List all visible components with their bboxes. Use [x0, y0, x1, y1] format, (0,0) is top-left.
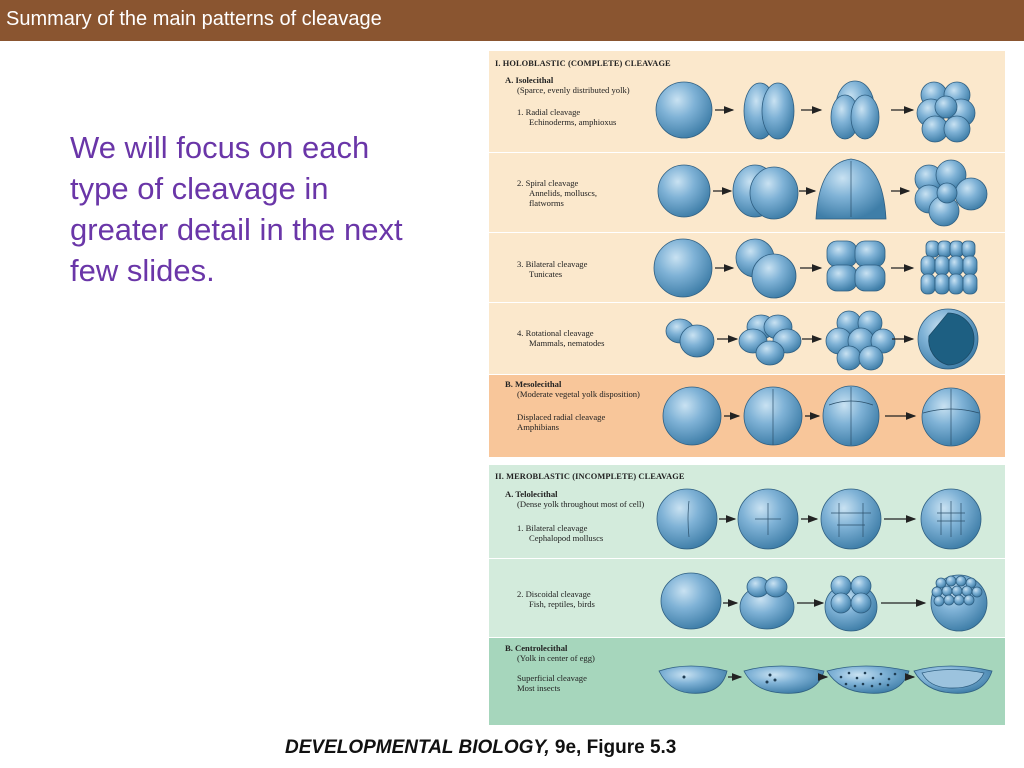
spiral-examples-2: flatworms	[529, 198, 564, 208]
rotational-examples: Mammals, nematodes	[529, 338, 605, 348]
radial-stage-4	[916, 81, 976, 143]
radial-stage-3	[830, 80, 880, 140]
meso-stage-1	[662, 386, 722, 446]
centro-stage-1	[658, 665, 728, 694]
centro-stage-2	[743, 665, 825, 694]
disc-stage-3	[824, 575, 878, 632]
centro-blastoderm-inner	[921, 669, 985, 689]
displaced-label: Displaced radial cleavage	[517, 412, 606, 422]
disc-stage-1	[660, 572, 722, 630]
figure-caption: DEVELOPMENTAL BIOLOGY, 9e, Figure 5.3	[285, 737, 676, 759]
rotational-icm	[928, 312, 975, 366]
bilateral-stage-4	[920, 240, 978, 295]
bilateral-examples: Tunicates	[529, 269, 563, 279]
slide-title: Summary of the main patterns of cleavage	[6, 8, 382, 30]
panel-centrolecithal-bg	[489, 638, 1005, 725]
mero-bilateral-label: 1. Bilateral cleavage	[517, 523, 588, 533]
cleavage-figure: I. HOLOBLASTIC (COMPLETE) CLEAVAGE A. Is…	[489, 51, 1005, 725]
discoidal-label: 2. Discoidal cleavage	[517, 589, 591, 599]
radial-stage-2	[743, 82, 795, 140]
mesolecithal-label: B. Mesolecithal	[505, 379, 562, 389]
disc-stage-2	[739, 576, 795, 630]
radial-stage-1	[655, 81, 713, 139]
telo-stage-1	[656, 488, 718, 550]
radial-label: 1. Radial cleavage	[517, 107, 581, 117]
title-bar: Summary of the main patterns of cleavage	[0, 0, 1024, 41]
body-text: We will focus on each type of cleavage i…	[70, 130, 403, 288]
bilateral-stage-2	[735, 238, 797, 299]
rotational-stage-3	[825, 310, 896, 371]
mero-bilateral-examples: Cephalopod molluscs	[529, 533, 604, 543]
displaced-examples: Amphibians	[517, 422, 560, 432]
telolecithal-label: A. Telolecithal	[505, 489, 558, 499]
telo-stage-3	[820, 488, 882, 550]
rotational-stage-2	[738, 314, 802, 366]
centro-stage-3	[826, 665, 910, 694]
isolecithal-label: A. Isolecithal	[505, 75, 554, 85]
bilateral-stage-1	[653, 238, 713, 298]
holoblastic-header: I. HOLOBLASTIC (COMPLETE) CLEAVAGE	[495, 59, 671, 68]
radial-examples: Echinoderms, amphioxus	[529, 117, 617, 127]
cleavage-illustration	[489, 51, 1005, 725]
superficial-examples: Most insects	[517, 683, 561, 693]
caption-book-title: DEVELOPMENTAL BIOLOGY,	[285, 737, 550, 758]
spiral-stage-1	[657, 164, 711, 218]
spiral-label: 2. Spiral cleavage	[517, 178, 579, 188]
discoidal-examples: Fish, reptiles, birds	[529, 599, 595, 609]
disc-stage-4	[930, 574, 988, 632]
bilateral-stage-3	[826, 240, 886, 292]
centrolecithal-label: B. Centrolecithal	[505, 643, 568, 653]
stage-arrows	[713, 106, 927, 681]
rotational-stage-1	[665, 318, 715, 358]
rotational-label: 4. Rotational cleavage	[517, 328, 594, 338]
caption-edition: 9e, Figure 5.3	[549, 737, 677, 758]
isolecithal-desc: (Sparce, evenly distributed yolk)	[517, 85, 630, 95]
superficial-label: Superficial cleavage	[517, 673, 587, 683]
mesolecithal-desc: (Moderate vegetal yolk disposition)	[517, 389, 640, 399]
centrolecithal-desc: (Yolk in center of egg)	[517, 653, 595, 663]
spiral-stage-4	[914, 159, 988, 227]
bilateral-label: 3. Bilateral cleavage	[517, 259, 588, 269]
telolecithal-desc: (Dense yolk throughout most of cell)	[517, 499, 645, 509]
spiral-stage-2	[732, 164, 799, 220]
meroblastic-header: II. MEROBLASTIC (INCOMPLETE) CLEAVAGE	[495, 472, 685, 481]
spiral-examples-1: Annelids, molluscs,	[529, 188, 598, 198]
